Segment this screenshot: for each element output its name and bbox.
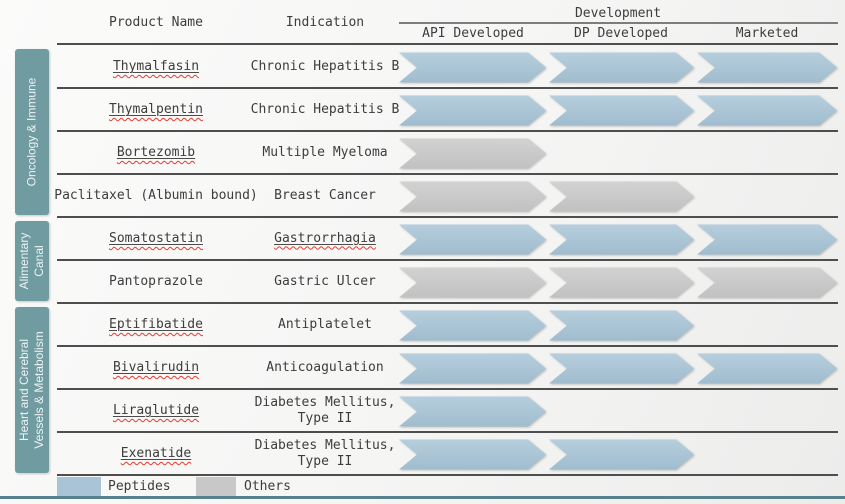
- stage-chevron-api: [399, 267, 546, 298]
- column-group-header-development: Development: [574, 6, 662, 21]
- column-header-product-name: Product Name: [109, 15, 203, 30]
- stage-chevron-dp: [549, 224, 694, 255]
- stage-chevron-dp: [549, 52, 694, 83]
- row-indication: Chronic Hepatitis B: [250, 58, 400, 74]
- development-stage-arrows: [399, 181, 694, 212]
- column-header-indication: Indication: [285, 15, 365, 30]
- development-stage-arrows: [399, 267, 837, 298]
- table-row: Paclitaxel (Albumin bound) Breast Cancer: [54, 175, 838, 218]
- stage-header-api-developed: API Developed: [422, 26, 524, 41]
- stage-chevron-api: [399, 138, 546, 169]
- legend-label-others: Others: [244, 479, 291, 494]
- row-indication: Multiple Myeloma: [262, 144, 388, 160]
- row-product-name: Somatostatin: [109, 231, 203, 246]
- table-row: Somatostatin Gastrorrhagia: [57, 218, 838, 261]
- stage-chevron-dp: [549, 95, 694, 126]
- row-product-name: Paclitaxel (Albumin bound): [54, 188, 258, 203]
- stage-chevron-api: [399, 224, 546, 255]
- row-product-name: Thymalfasin: [112, 59, 200, 74]
- table-row: Bivalirudin Anticoagulation: [57, 347, 838, 390]
- development-stage-arrows: [399, 138, 546, 169]
- table-row: Bortezomib Multiple Myeloma: [57, 132, 838, 175]
- stage-chevron-api: [399, 353, 546, 384]
- table-row: Pantoprazole Gastric Ulcer: [57, 261, 838, 304]
- stage-header-dp-developed: DP Developed: [574, 26, 668, 41]
- stage-chevron-api: [399, 181, 546, 212]
- stage-chevron-marketed: [697, 224, 837, 255]
- legend-swatch-others: [196, 477, 236, 496]
- stage-chevron-marketed: [697, 267, 837, 298]
- row-indication: Gastric Ulcer: [274, 273, 376, 289]
- row-product-name: Liraglutide: [112, 403, 200, 418]
- row-indication: Chronic Hepatitis B: [250, 101, 400, 117]
- development-underline: [399, 22, 838, 24]
- row-product-name: Pantoprazole: [109, 274, 203, 289]
- category-sidebar-label: Oncology & Immune: [15, 49, 49, 215]
- legend-label-peptides: Peptides: [108, 479, 171, 494]
- stage-header-marketed: Marketed: [735, 26, 799, 41]
- development-stage-arrows: [399, 52, 837, 83]
- row-indication: Anticoagulation: [266, 359, 384, 375]
- development-stage-arrows: [399, 310, 694, 341]
- stage-chevron-dp: [549, 267, 694, 298]
- legend-swatch-peptides: [57, 477, 101, 496]
- header-separator-line: [57, 43, 838, 45]
- stage-chevron-dp: [549, 353, 694, 384]
- development-stage-arrows: [399, 396, 546, 427]
- development-stage-arrows: [399, 95, 837, 126]
- stage-chevron-marketed: [697, 353, 837, 384]
- table-row: Exenatide Diabetes Mellitus,Type II: [57, 433, 838, 476]
- table-row: Liraglutide Diabetes Mellitus,Type II: [57, 390, 838, 433]
- stage-chevron-marketed: [697, 52, 837, 83]
- table-row: Eptifibatide Antiplatelet: [57, 304, 838, 347]
- table-row: Thymalpentin Chronic Hepatitis B: [57, 89, 838, 132]
- bottom-accent-bar: [0, 496, 845, 499]
- development-stage-arrows: [399, 224, 837, 255]
- stage-chevron-dp: [549, 310, 694, 341]
- row-product-name: Exenatide: [120, 446, 192, 461]
- stage-chevron-api: [399, 439, 546, 470]
- stage-chevron-marketed: [697, 95, 837, 126]
- stage-chevron-api: [399, 310, 546, 341]
- row-indication: Diabetes Mellitus,Type II: [254, 437, 396, 469]
- row-indication: Diabetes Mellitus,Type II: [254, 394, 396, 426]
- row-indication: Gastrorrhagia: [274, 230, 376, 246]
- row-indication: Antiplatelet: [278, 316, 372, 332]
- table-row: Thymalfasin Chronic Hepatitis B: [57, 46, 838, 89]
- row-product-name: Bivalirudin: [112, 360, 200, 375]
- development-stage-arrows: [399, 353, 837, 384]
- stage-chevron-dp: [549, 181, 694, 212]
- stage-chevron-api: [399, 52, 546, 83]
- row-product-name: Eptifibatide: [109, 317, 203, 332]
- category-label-text: Oncology & Immune: [24, 77, 39, 187]
- row-product-name: Bortezomib: [116, 145, 196, 160]
- stage-chevron-dp: [549, 439, 694, 470]
- stage-chevron-api: [399, 396, 546, 427]
- row-product-name: Thymalpentin: [109, 102, 203, 117]
- stage-chevron-api: [399, 95, 546, 126]
- row-indication: Breast Cancer: [274, 187, 376, 203]
- development-stage-arrows: [399, 439, 694, 470]
